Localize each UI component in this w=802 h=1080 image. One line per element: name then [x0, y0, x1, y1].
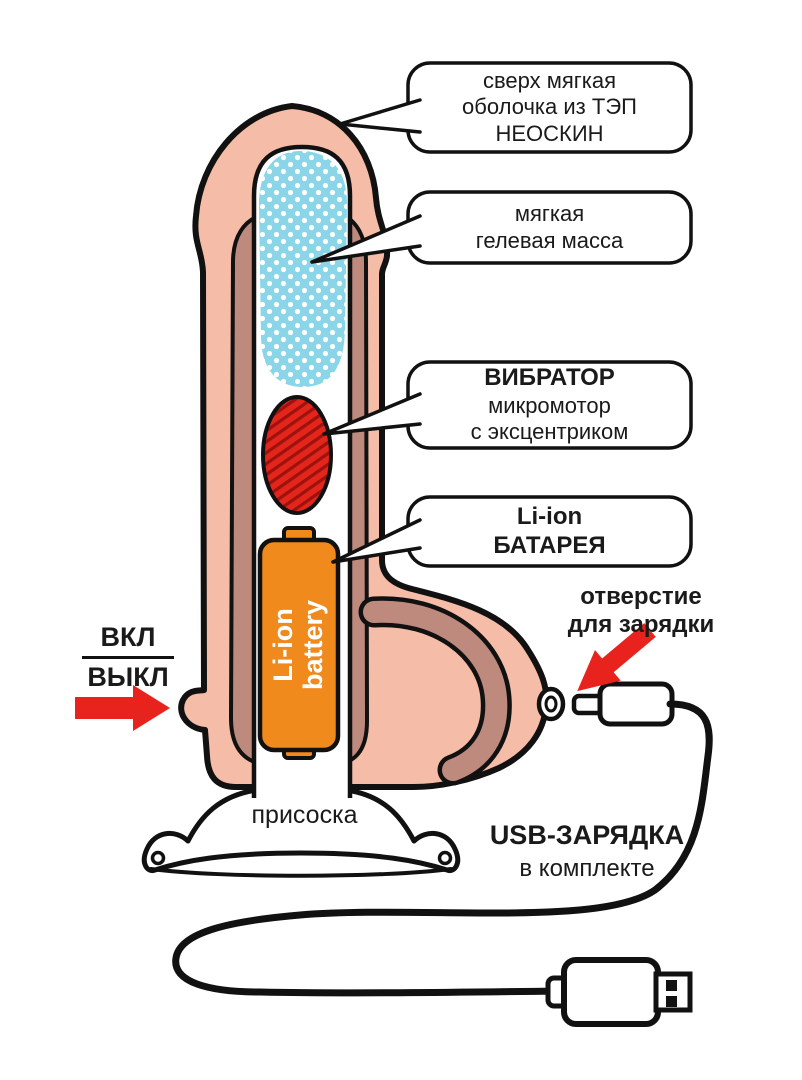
charging-port-label: отверстие для зарядки — [546, 583, 736, 638]
suction-cup-rim — [149, 867, 453, 878]
callout-vibrator-title: ВИБРАТОР — [484, 364, 615, 392]
battery-print-text: Li-ion battery — [259, 545, 339, 745]
battery-body — [257, 537, 341, 753]
callout-tails — [310, 98, 422, 564]
jack-plug-body — [597, 681, 675, 727]
callout-battery-line2: БАТАРЕЯ — [493, 531, 606, 559]
usb-cable — [172, 700, 713, 997]
callout-gel-line1: мягкая — [514, 201, 585, 227]
callout-shell-line2: оболочка из ТЭП — [462, 94, 637, 120]
charging-port-hole — [544, 695, 558, 713]
inner-channel-outline — [251, 144, 353, 798]
callout-battery-line1: Li-ion — [516, 502, 583, 530]
callout-shell-line3: НЕОСКИН — [495, 120, 604, 146]
vibration-motor — [261, 395, 333, 515]
charging-label-line2: для зарядки — [567, 610, 715, 638]
power-arrow — [75, 685, 170, 731]
usb-label-line2: в комплекте — [519, 855, 655, 882]
callout-vibrator-text: ВИБРАТОР микромотор с эксцентриком — [408, 362, 691, 448]
callout-shell-line1: сверх мягкая — [482, 67, 617, 93]
usb-label-line1: USB-ЗАРЯДКА — [489, 820, 685, 850]
suction-cup — [141, 787, 461, 874]
battery-print-line1: Li-ion — [268, 608, 299, 682]
gel-mass — [259, 151, 347, 387]
usb-contact-bottom — [666, 996, 677, 1007]
suction-cup-label: присоска — [251, 801, 358, 829]
battery-print-line2: battery — [298, 599, 328, 691]
ball-lining — [363, 600, 508, 781]
callout-vibrator-line1: микромотор — [488, 393, 611, 418]
suction-cup-curl-left — [150, 850, 166, 866]
power-on-label: ВКЛ — [82, 622, 174, 659]
charging-label-line1: отверстие — [580, 583, 702, 610]
charging-arrow — [577, 623, 656, 692]
usb-contact-top — [666, 980, 677, 991]
callout-gel-text: мягкая гелевая масса — [408, 192, 691, 263]
usb-plug-body — [561, 957, 661, 1027]
power-off-label: ВЫКЛ — [87, 662, 169, 692]
callout-shell-text: сверх мягкая оболочка из ТЭП НЕОСКИН — [408, 63, 691, 152]
power-switch-label: ВКЛ ВЫКЛ — [82, 622, 174, 693]
callout-gel-line2: гелевая масса — [475, 227, 624, 253]
usb-charging-label: USB-ЗАРЯДКА в комплекте — [478, 820, 696, 883]
callout-vibrator-line2: с эксцентриком — [470, 419, 629, 445]
suction-cup-curl-right — [437, 850, 453, 866]
callout-battery-text: Li-ion БАТАРЕЯ — [408, 497, 691, 566]
